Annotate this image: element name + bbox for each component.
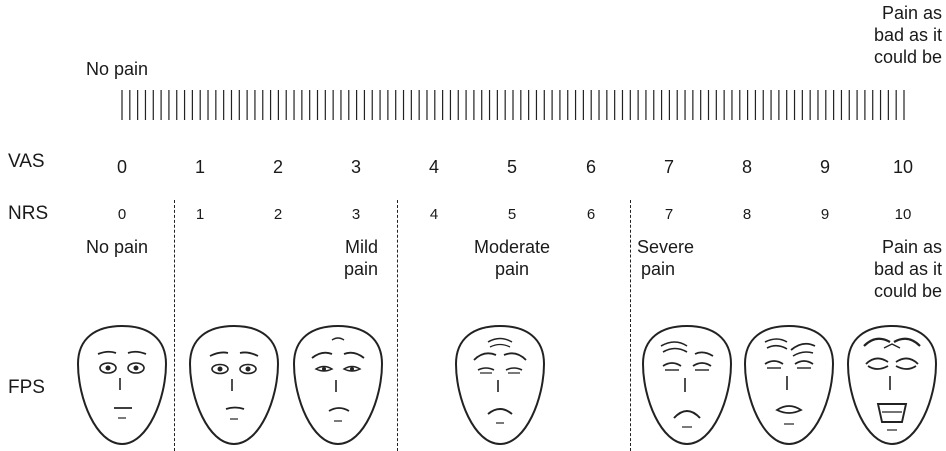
fps-label: FPS (8, 377, 45, 399)
vas-number: 4 (419, 157, 449, 178)
face-8b-icon (743, 320, 835, 450)
nrs-number: 5 (497, 206, 527, 223)
vas-number: 7 (654, 157, 684, 178)
category-mild-pain: Mild pain (318, 236, 378, 280)
vas-number: 0 (107, 157, 137, 178)
vas-number: 9 (810, 157, 840, 178)
nrs-number: 6 (576, 206, 606, 223)
nrs-number: 7 (654, 206, 684, 223)
vas-number: 6 (576, 157, 606, 178)
face-6-icon (454, 320, 546, 450)
face-10-icon (846, 320, 938, 450)
nrs-number: 1 (185, 206, 215, 223)
face-8-icon (641, 320, 733, 450)
category-severe-pain: Severe pain (637, 236, 694, 280)
vas-number: 3 (341, 157, 371, 178)
nrs-label: NRS (8, 203, 48, 225)
face-0-icon (76, 320, 168, 450)
category-worst-pain: Pain as bad as it could be (874, 236, 942, 302)
nrs-number: 4 (419, 206, 449, 223)
vas-number: 5 (497, 157, 527, 178)
face-2-icon (188, 320, 280, 450)
vas-number: 8 (732, 157, 762, 178)
category-divider (397, 200, 398, 451)
nrs-number: 9 (810, 206, 840, 223)
vas-label: VAS (8, 151, 45, 173)
vas-number: 10 (888, 157, 918, 178)
category-no-pain: No pain (86, 236, 148, 258)
vas-number: 2 (263, 157, 293, 178)
category-divider (630, 200, 631, 451)
face-4-icon (292, 320, 384, 450)
nrs-number: 3 (341, 206, 371, 223)
nrs-number: 10 (888, 206, 918, 223)
category-moderate-pain: Moderate pain (452, 236, 572, 280)
category-divider (174, 200, 175, 451)
nrs-number: 2 (263, 206, 293, 223)
vas-ruler (0, 0, 946, 130)
vas-number: 1 (185, 157, 215, 178)
nrs-number: 8 (732, 206, 762, 223)
nrs-number: 0 (107, 206, 137, 223)
